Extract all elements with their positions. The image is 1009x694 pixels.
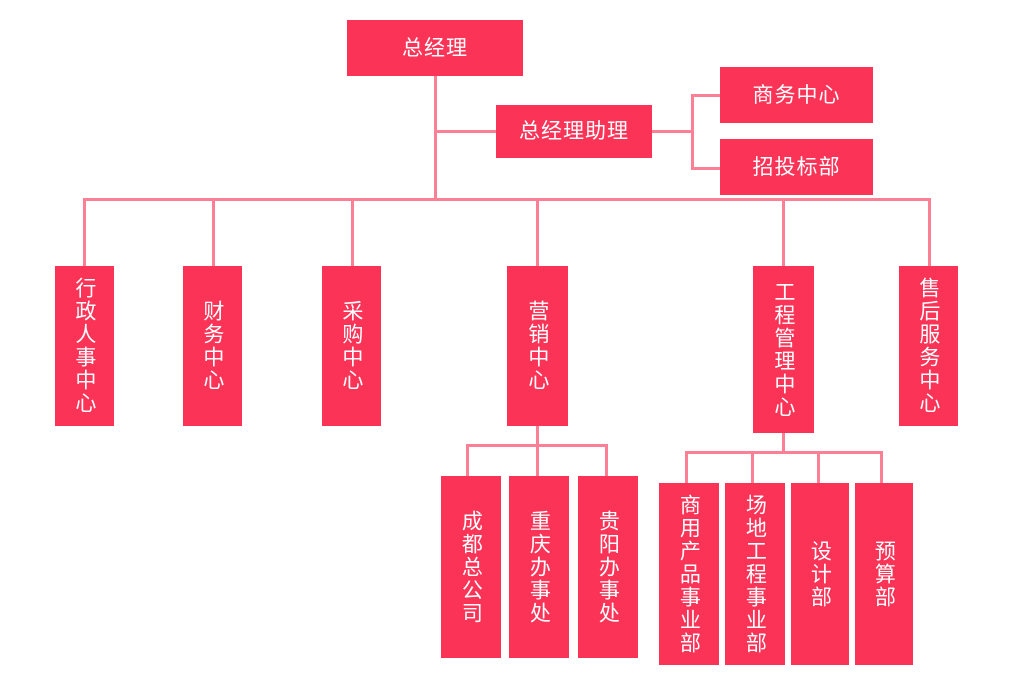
node-marketing-center[interactable]: 营销中心 — [507, 266, 568, 426]
node-label-budget-dept: 预算部 — [872, 539, 897, 609]
connector-drop-commercial-product — [685, 451, 688, 483]
node-label-procurement-center: 采购中心 — [339, 300, 364, 392]
node-site-engineering-div[interactable]: 场地工程事业部 — [725, 483, 785, 665]
node-label-site-engineering-div: 场地工程事业部 — [743, 493, 768, 655]
connector-engineering-bus — [685, 451, 883, 454]
node-gm-assistant[interactable]: 总经理助理 — [496, 105, 652, 158]
node-chongqing-office[interactable]: 重庆办事处 — [509, 476, 569, 658]
connector-gm-stem — [434, 76, 437, 200]
connector-drop-admin-hr — [83, 198, 86, 268]
node-label-chongqing-office: 重庆办事处 — [527, 509, 552, 625]
node-label-general-manager: 总经理 — [402, 35, 468, 60]
connector-assistant-stub — [652, 130, 694, 133]
connector-drop-chengdu — [466, 444, 469, 476]
connector-drop-guiyang — [605, 444, 608, 476]
connector-drop-marketing — [536, 198, 539, 268]
node-label-bidding-dept: 招投标部 — [752, 154, 841, 179]
node-label-design-dept: 设计部 — [808, 539, 833, 609]
node-admin-hr-center[interactable]: 行政人事中心 — [55, 266, 114, 426]
connector-assistant-to-business — [691, 94, 722, 97]
connector-drop-after-sales — [928, 198, 931, 268]
connector-assistant-riser — [691, 94, 694, 170]
node-after-sales-center[interactable]: 售后服务中心 — [899, 266, 958, 426]
node-general-manager[interactable]: 总经理 — [347, 20, 523, 76]
connector-drop-chongqing — [536, 444, 539, 476]
node-procurement-center[interactable]: 采购中心 — [322, 266, 381, 426]
node-design-dept[interactable]: 设计部 — [791, 483, 849, 665]
connector-drop-design — [817, 451, 820, 483]
node-label-finance-center: 财务中心 — [200, 300, 225, 392]
connector-gm-to-assistant — [434, 130, 498, 133]
node-guiyang-office[interactable]: 贵阳办事处 — [578, 476, 638, 658]
connector-engineering-stem — [782, 432, 785, 454]
node-budget-dept[interactable]: 预算部 — [855, 483, 913, 665]
node-finance-center[interactable]: 财务中心 — [183, 266, 242, 426]
connector-drop-engineering — [782, 198, 785, 268]
node-label-business-center: 商务中心 — [752, 82, 841, 107]
connector-assistant-to-bidding — [691, 167, 722, 170]
connector-drop-procurement — [351, 198, 354, 268]
node-label-after-sales-center: 售后服务中心 — [916, 277, 941, 415]
node-label-guiyang-office: 贵阳办事处 — [596, 509, 621, 625]
connector-marketing-stem — [536, 425, 539, 447]
node-label-marketing-center: 营销中心 — [525, 300, 550, 392]
connector-drop-budget — [880, 451, 883, 483]
node-label-commercial-product-div: 商用产品事业部 — [677, 493, 702, 655]
connector-drop-site-engineering — [751, 451, 754, 483]
connector-drop-finance — [212, 198, 215, 268]
node-business-center[interactable]: 商务中心 — [720, 67, 873, 123]
node-label-chengdu-head-office: 成都总公司 — [459, 509, 484, 625]
node-label-admin-hr-center: 行政人事中心 — [72, 277, 97, 415]
node-label-engineering-mgmt-center: 工程管理中心 — [771, 280, 796, 419]
connector-main-bus — [83, 198, 931, 201]
node-engineering-mgmt-center[interactable]: 工程管理中心 — [753, 266, 814, 433]
node-bidding-dept[interactable]: 招投标部 — [720, 139, 873, 195]
node-commercial-product-div[interactable]: 商用产品事业部 — [659, 483, 719, 665]
node-chengdu-head-office[interactable]: 成都总公司 — [441, 476, 501, 658]
node-label-gm-assistant: 总经理助理 — [519, 119, 629, 144]
